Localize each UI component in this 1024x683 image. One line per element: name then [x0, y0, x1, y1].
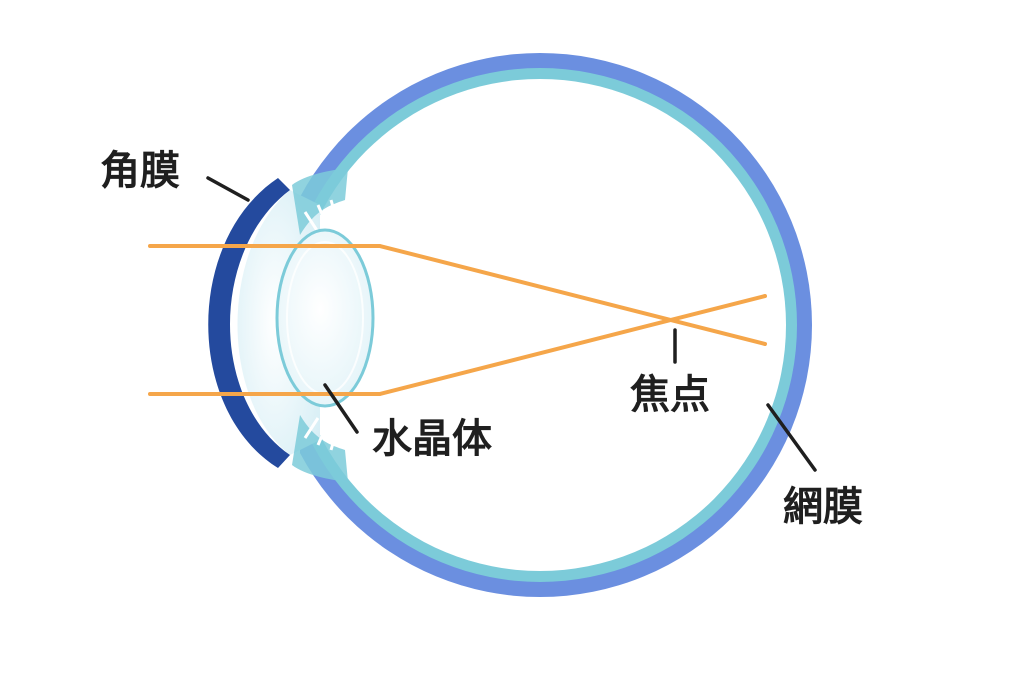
label-cornea: 角膜 — [100, 148, 180, 194]
label-focus: 焦点 — [630, 372, 710, 418]
ciliary-body-top — [292, 168, 348, 235]
ciliary-body-bottom — [292, 415, 348, 482]
light-rays — [148, 244, 767, 396]
label-lens: 水晶体 — [372, 416, 492, 462]
lens — [275, 228, 375, 408]
pointer-lines — [206, 176, 817, 472]
vitreous-body — [294, 79, 786, 571]
zonules-bottom — [303, 417, 340, 451]
light-ray-top — [148, 244, 767, 346]
pointer-cornea — [206, 176, 250, 202]
pointer-retina — [766, 403, 817, 472]
label-retina: 網膜 — [783, 484, 863, 530]
pointer-lens — [323, 383, 359, 434]
light-ray-bottom — [148, 294, 767, 396]
zonules-top — [303, 199, 340, 233]
